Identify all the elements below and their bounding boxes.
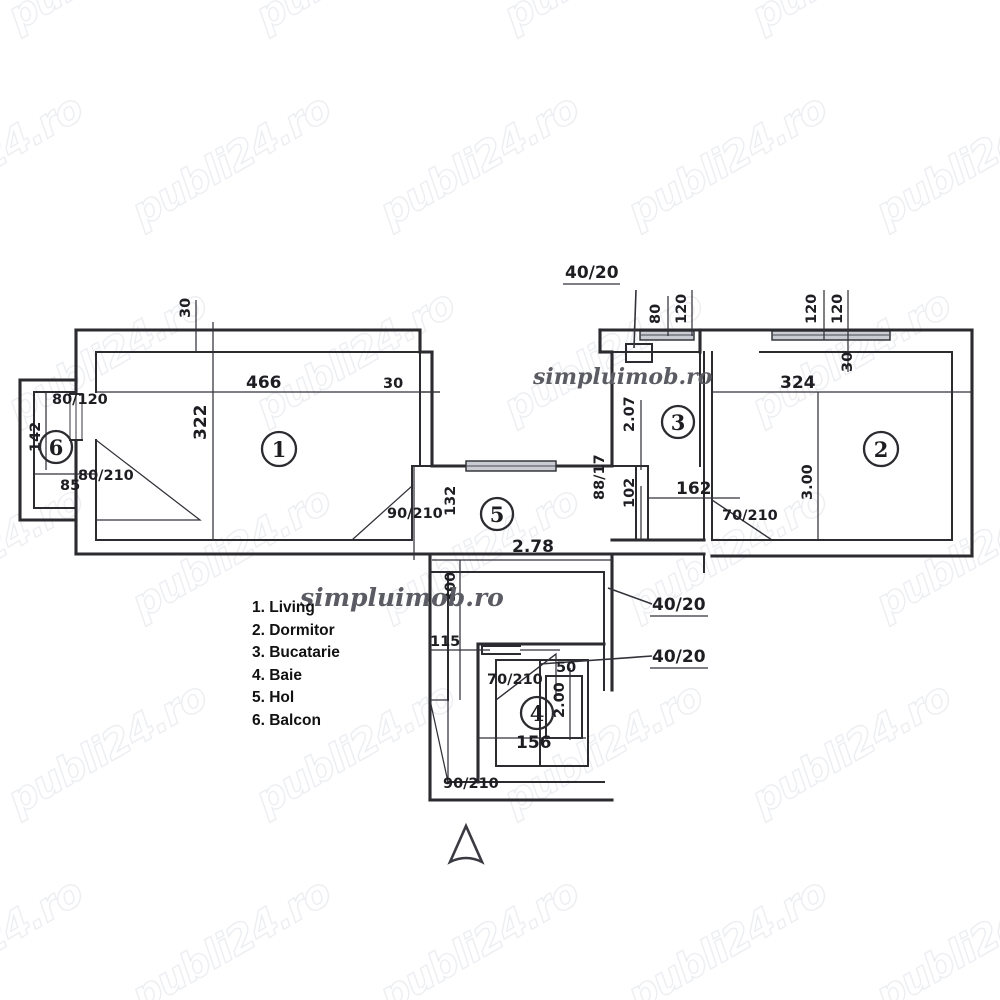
dim-bucatarie-depth: 102 [622, 478, 638, 508]
dim-baie-width: 156 [516, 733, 552, 753]
dim-hol-length: 300 [443, 572, 459, 602]
dim-baie-offset: 115 [430, 634, 460, 650]
dim-hol-width: 2.78 [512, 537, 554, 557]
dim-living-wall-top: 30 [178, 298, 194, 318]
room-marker-5: 5 [479, 496, 515, 532]
room-marker-6: 6 [38, 429, 74, 465]
dim-baie-height: 2.00 [552, 682, 568, 718]
svg-text:4: 4 [530, 701, 545, 726]
dim-living-width: 466 [246, 373, 282, 393]
svg-text:6: 6 [49, 435, 64, 460]
room-marker-4: 4 [519, 695, 555, 731]
dim-dormitor-height: 3.00 [800, 464, 816, 500]
dim-baie-fixture: 50 [556, 660, 576, 676]
dim-balcon-height: 142 [28, 422, 44, 452]
dim-dormitor-window-h: 120 [830, 294, 846, 324]
dim-balcon-door: 80/210 [78, 468, 134, 484]
dim-balcon-window: 80/120 [52, 392, 108, 408]
dim-bucatarie-width: 162 [676, 479, 712, 499]
legend-item-5: 5. Hol [252, 689, 295, 706]
dim-dormitor-window-w: 120 [804, 294, 820, 324]
dim-bucatarie-door: 70/210 [722, 508, 778, 524]
legend-item-6: 6. Balcon [252, 711, 321, 729]
room-marker-1: 1 [260, 430, 298, 468]
legend-item-1: 1. Living [252, 599, 315, 616]
dim-bucatarie-height: 2.07 [622, 396, 638, 432]
dim-bucatarie-niche: 88/17 [592, 454, 608, 500]
north-arrow-icon [447, 822, 485, 865]
dim-bucatarie-window-w: 80 [648, 304, 664, 324]
dim-vent-mid: 40/20 [652, 595, 706, 615]
dim-living-height: 322 [191, 405, 211, 441]
dim-hol-entry-door: 90/210 [443, 776, 499, 792]
room-marker-2: 2 [862, 430, 900, 468]
dim-baie-door: 70/210 [487, 672, 543, 688]
dim-living-door: 90/210 [387, 506, 443, 522]
dim-dormitor-width: 324 [780, 373, 816, 393]
svg-text:1: 1 [272, 437, 287, 462]
dim-balcon-width: 85 [60, 478, 80, 494]
dim-bucatarie-window-h: 120 [674, 294, 690, 324]
legend-item-4: 4. Baie [252, 666, 302, 684]
svg-text:3: 3 [671, 410, 686, 435]
dim-hol-height: 132 [443, 486, 459, 516]
svg-text:5: 5 [490, 502, 505, 527]
legend-item-2: 2. Dormitor [252, 621, 335, 639]
dim-dormitor-wall: 30 [840, 352, 856, 372]
dim-living-wall-right: 30 [383, 376, 403, 392]
dim-vent-low: 40/20 [652, 647, 706, 667]
room-legend: 1. Living 2. Dormitor 3. Bucatarie 4. Ba… [252, 597, 340, 732]
dim-vent-top: 40/20 [565, 263, 619, 283]
legend-item-3: 3. Bucatarie [252, 644, 340, 661]
svg-text:2: 2 [874, 437, 889, 462]
room-marker-3: 3 [660, 404, 696, 440]
